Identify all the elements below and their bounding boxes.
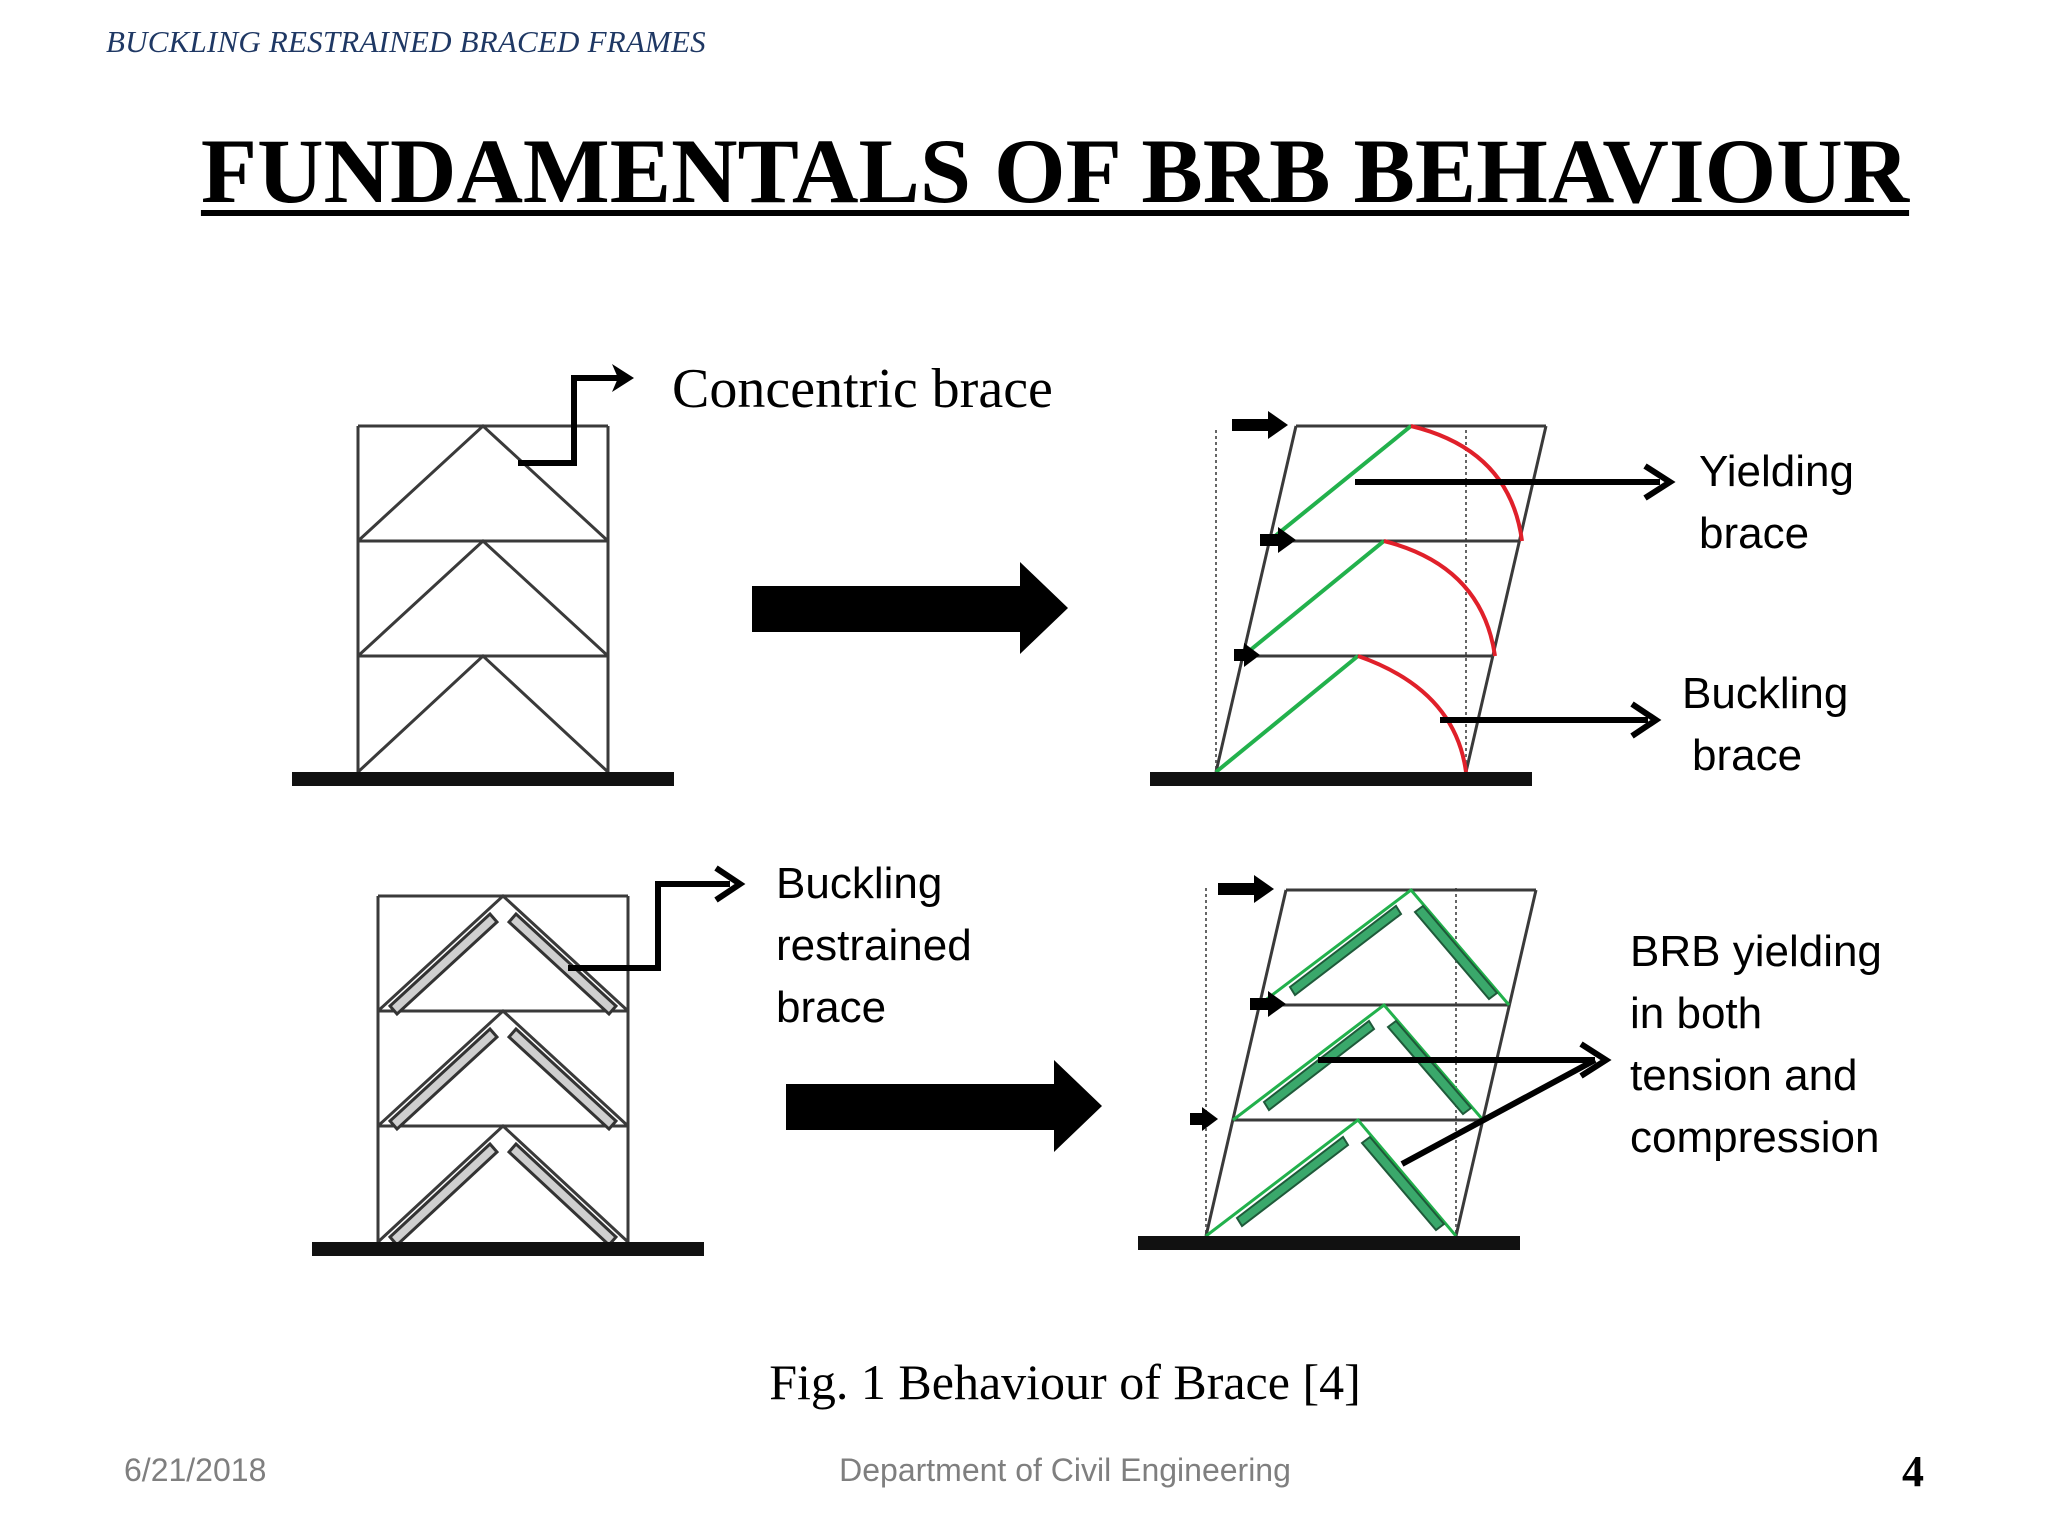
footer-date: 6/21/2018 — [124, 1452, 267, 1488]
lateral-load-arrows-top — [1232, 411, 1296, 667]
label-concentric-brace: Concentric brace — [672, 358, 1053, 420]
yielding-braces — [1214, 424, 1413, 774]
concentric-frame-undeformed — [356, 423, 610, 774]
brb-pointer — [568, 881, 730, 971]
brb-yielding-pointer-2 — [1400, 1057, 1597, 1167]
ground-slab — [292, 772, 674, 786]
arrowhead-icon — [1579, 1041, 1612, 1079]
transition-arrow-bottom — [786, 1060, 1102, 1152]
arrowhead-icon — [612, 364, 634, 392]
page-number: 4 — [1902, 1447, 1924, 1496]
lateral-load-arrows-bottom — [1190, 875, 1286, 1131]
arrowhead-icon — [714, 865, 746, 903]
brb-casings-deformed — [1235, 904, 1499, 1232]
label-buckling-restrained-brace: Buckling restrained brace — [776, 859, 984, 1032]
footer-department: Department of Civil Engineering — [839, 1452, 1291, 1488]
ground-slab — [312, 1242, 704, 1256]
brb-frame-undeformed — [376, 893, 630, 1244]
ground-slab — [1138, 1236, 1520, 1250]
transition-arrow-top — [752, 562, 1068, 654]
figure-caption: Fig. 1 Behaviour of Brace [4] — [769, 1354, 1361, 1410]
label-buckling-brace: Buckling brace — [1682, 669, 1861, 780]
slide-title: FUNDAMENTALS OF BRB BEHAVIOUR — [200, 120, 1910, 222]
concentric-frame-reference — [1215, 430, 1467, 772]
ground-slab — [1150, 772, 1532, 786]
concentric-brace-pointer — [518, 375, 620, 466]
brb-casings-undeformed — [387, 911, 619, 1248]
arrowhead-icon — [1630, 701, 1662, 739]
label-yielding-brace: Yielding brace — [1699, 447, 1866, 558]
label-brb-yielding: BRB yielding in both tension and compres… — [1630, 927, 1894, 1162]
arrowhead-icon — [1643, 463, 1676, 501]
running-header: BUCKLING RESTRAINED BRACED FRAMES — [106, 24, 706, 59]
buckled-braces — [1357, 424, 1524, 773]
brb-braces-deformed — [1205, 887, 1511, 1238]
